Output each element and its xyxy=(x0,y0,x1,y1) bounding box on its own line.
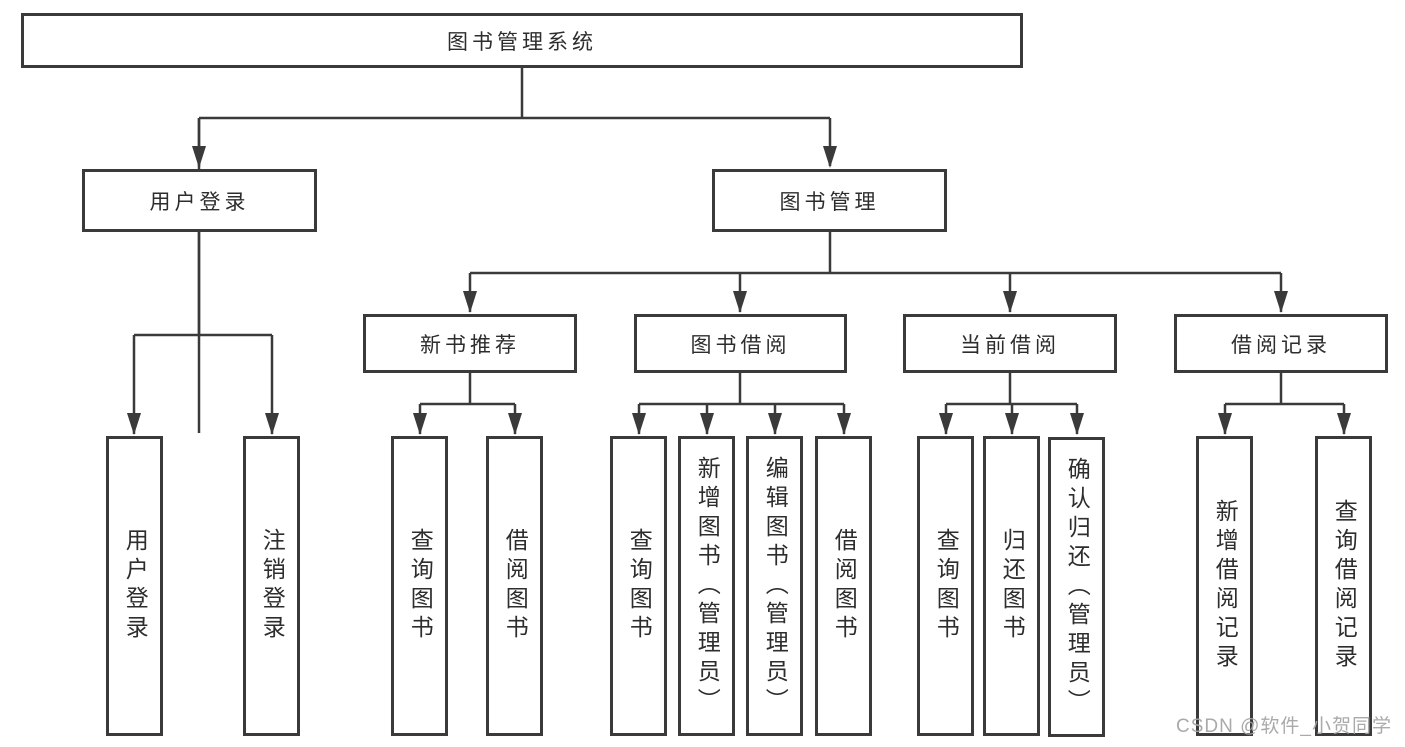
arrowhead-book-borrow xyxy=(733,291,747,313)
node-book-borrow: 图书借阅 xyxy=(634,314,847,373)
leaf-query-books-1: 查询图书 xyxy=(391,436,448,736)
arrowhead-leaf-query-books-1 xyxy=(413,413,427,435)
arrowhead-leaf-query-books-2 xyxy=(632,413,646,435)
arrowhead-leaf-user-login xyxy=(127,413,141,435)
leaf-add-book-admin: 新增图书（管理员） xyxy=(678,436,735,736)
leaf-borrow-books-1: 借阅图书 xyxy=(486,436,543,736)
node-current-borrow: 当前借阅 xyxy=(903,314,1117,373)
arrowhead-current-borrow xyxy=(1003,291,1017,313)
leaf-confirm-return-admin-label: 确认归还（管理员） xyxy=(1064,456,1091,718)
arrowhead-user-login xyxy=(192,146,206,168)
arrowhead-leaf-add-book xyxy=(700,413,714,435)
node-current-borrow-label: 当前借阅 xyxy=(960,333,1060,357)
leaf-user-login: 用户登录 xyxy=(106,436,163,736)
leaf-edit-book-admin: 编辑图书（管理员） xyxy=(746,436,803,736)
connector-borrow-to-leaves xyxy=(637,373,846,434)
leaf-query-books-3: 查询图书 xyxy=(917,436,974,736)
node-borrow-records: 借阅记录 xyxy=(1174,314,1388,373)
node-user-login-label: 用户登录 xyxy=(149,190,250,214)
arrowhead-leaf-query-books-3 xyxy=(939,413,953,435)
csdn-watermark: CSDN @软件_小贺同学 xyxy=(1176,716,1392,737)
leaf-confirm-return-admin: 确认归还（管理员） xyxy=(1048,437,1105,737)
arrowhead-leaf-borrow-books-1 xyxy=(508,413,522,435)
node-library-system-label: 图书管理系统 xyxy=(447,30,597,54)
arrowhead-leaf-query-record xyxy=(1337,413,1351,435)
leaf-query-borrow-record-label: 查询借阅记录 xyxy=(1331,499,1358,673)
leaf-query-books-3-label: 查询图书 xyxy=(933,528,960,644)
leaf-query-books-2-label: 查询图书 xyxy=(626,528,653,644)
leaf-return-book-label: 归还图书 xyxy=(999,528,1026,644)
leaf-return-book: 归还图书 xyxy=(983,436,1040,736)
arrowhead-borrow-records xyxy=(1274,291,1288,313)
node-user-login: 用户登录 xyxy=(82,169,317,232)
leaf-user-login-label: 用户登录 xyxy=(122,528,149,644)
leaf-edit-book-admin-label: 编辑图书（管理员） xyxy=(762,455,789,717)
arrowhead-leaf-borrow-books-2 xyxy=(837,413,851,435)
leaf-logout: 注销登录 xyxy=(243,436,300,736)
node-book-management: 图书管理 xyxy=(712,169,947,232)
leaf-borrow-books-2-label: 借阅图书 xyxy=(831,528,858,644)
arrowhead-leaf-confirm-return xyxy=(1070,413,1084,435)
node-library-system: 图书管理系统 xyxy=(21,13,1023,68)
node-book-borrow-label: 图书借阅 xyxy=(690,333,791,357)
arrowhead-leaf-add-record xyxy=(1218,413,1232,435)
node-borrow-records-label: 借阅记录 xyxy=(1231,333,1331,357)
node-new-book-recommend-label: 新书推荐 xyxy=(420,333,520,357)
arrowhead-leaf-return-book xyxy=(1005,413,1019,435)
arrowhead-leaf-edit-book xyxy=(768,413,782,435)
leaf-borrow-books-1-label: 借阅图书 xyxy=(502,528,529,644)
arrowhead-book-management xyxy=(823,146,837,168)
connector-records-to-leaves xyxy=(1223,373,1346,434)
leaf-add-borrow-record-label: 新增借阅记录 xyxy=(1212,499,1239,673)
arrowhead-new-book-recommend xyxy=(463,291,477,313)
connector-user-login-to-leaves xyxy=(132,232,274,434)
leaf-logout-label: 注销登录 xyxy=(259,528,286,644)
leaf-add-borrow-record: 新增借阅记录 xyxy=(1196,436,1253,736)
leaf-query-books-1-label: 查询图书 xyxy=(407,528,434,644)
leaf-query-books-2: 查询图书 xyxy=(610,436,667,736)
arrowhead-leaf-logout xyxy=(265,413,279,435)
connector-recommend-to-leaves xyxy=(418,373,517,434)
leaf-query-borrow-record: 查询借阅记录 xyxy=(1315,436,1372,736)
connector-book-management-to-level3 xyxy=(468,232,1283,312)
connector-root-to-level2 xyxy=(197,68,832,433)
node-new-book-recommend: 新书推荐 xyxy=(363,314,577,373)
leaf-add-book-admin-label: 新增图书（管理员） xyxy=(694,455,721,717)
node-book-management-label: 图书管理 xyxy=(779,190,880,214)
leaf-borrow-books-2: 借阅图书 xyxy=(815,436,872,736)
